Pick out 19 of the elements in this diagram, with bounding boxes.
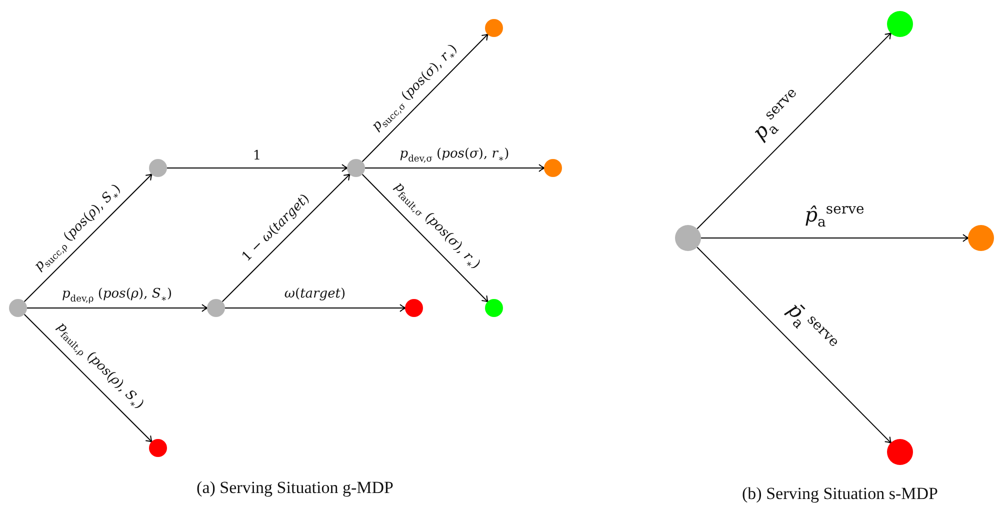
state-circle: [207, 299, 225, 317]
state-circle: [347, 159, 365, 177]
state-circle: [149, 159, 167, 177]
state-circle: [675, 225, 701, 251]
edge-label: 1: [252, 150, 262, 162]
state-circle: [485, 299, 503, 317]
state-circle: [9, 299, 27, 317]
edge-label: p$_{dev,ρ}$ (pos(ρ), S$_{∗}$): [62, 288, 172, 304]
edge-label: p$_{dev,σ}$ (pos(σ), r$_{∗}$): [400, 148, 510, 164]
state-circle: [405, 299, 423, 317]
state-circle: [968, 225, 994, 251]
edge-label: ω(target): [284, 288, 346, 300]
caption: (b) Serving Situation s-MDP: [742, 484, 938, 504]
state-circle: [544, 159, 562, 177]
state-circle: [485, 19, 503, 37]
state-circle: [887, 11, 913, 37]
state-circle: [149, 439, 167, 457]
caption: (a) Serving Situation g-MDP: [196, 478, 394, 498]
state-circle: [887, 439, 913, 465]
